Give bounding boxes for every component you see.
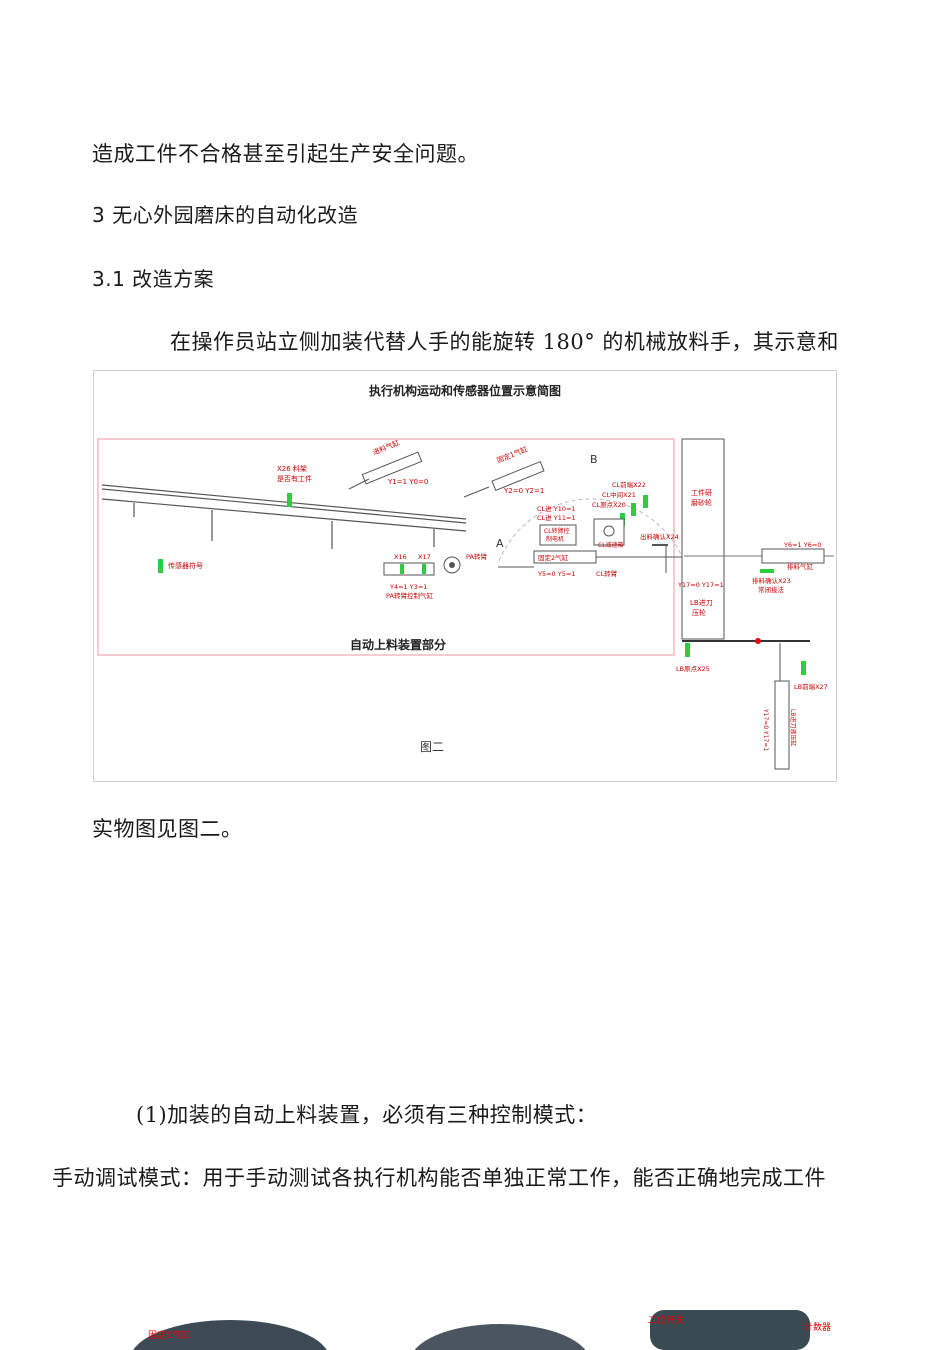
label-y6: Y6=1 Y6=0 bbox=[783, 541, 821, 549]
lb-pivot bbox=[755, 638, 761, 644]
label-pa-qigang: PA转臂控制气缸 bbox=[386, 591, 433, 600]
sensor-cl-zhong bbox=[631, 503, 636, 516]
label-lb-yeya: LB进刀液压缸 bbox=[789, 709, 797, 746]
label-cl-zhuanbi: CL转臂 bbox=[596, 569, 618, 578]
sensor-x27 bbox=[801, 661, 806, 675]
label-pailiao-qr: 排料确认X23 bbox=[752, 576, 791, 585]
label-lb-qian: LB前端X27 bbox=[794, 682, 828, 691]
paragraph-5: 手动调试模式：用于手动测试各执行机构能否单独正常工作，能否正确地完成工件 bbox=[52, 1166, 826, 1190]
sensor-x23 bbox=[760, 569, 774, 573]
sensor-x16 bbox=[400, 564, 404, 574]
figure-caption: 图二 bbox=[420, 740, 444, 754]
feed-cylinder bbox=[348, 451, 423, 490]
pa-cylinder bbox=[383, 562, 435, 576]
fixed-cylinder-1 bbox=[463, 460, 545, 498]
label-y2: Y2=0 Y2=1 bbox=[503, 487, 544, 495]
photo-label-2: 二位开关 bbox=[648, 1314, 684, 1326]
paragraph-3: 实物图见图二。 bbox=[92, 817, 243, 841]
photo-strip: 固定1气缸 二位开关 计数器 bbox=[133, 1310, 831, 1350]
label-y4: Y4=1 Y3=1 bbox=[389, 583, 427, 591]
section-heading-3: 3 无心外园磨床的自动化改造 bbox=[92, 203, 359, 227]
label-lb-jin1: LB进刀 bbox=[690, 599, 713, 607]
label-grinder2: 磨砂轮 bbox=[691, 498, 712, 507]
label-cl-jiansu: CL减速箱 bbox=[598, 541, 624, 549]
label-guding1: 固定1气缸 bbox=[495, 444, 528, 465]
label-x16: X16 bbox=[394, 553, 407, 561]
label-lb-jin2: 压轮 bbox=[692, 608, 706, 617]
label-cl-jin1: CL进 Y10=1 bbox=[537, 505, 576, 513]
lb-hydraulic-cylinder bbox=[774, 680, 790, 770]
label-x26-2: 是否有工件 bbox=[277, 474, 312, 483]
paragraph-4: (1)加装的自动上料装置，必须有三种控制模式： bbox=[136, 1103, 598, 1127]
point-a: A bbox=[496, 537, 504, 550]
figure-diagram: 执行机构运动和传感器位置示意简图 自动上料装置部分 进料气缸 Y1=1 Y0=0… bbox=[93, 370, 837, 782]
label-cl-jin2: CL进 Y11=1 bbox=[537, 514, 576, 522]
discharge-cylinder bbox=[761, 548, 825, 564]
autofeed-frame bbox=[97, 438, 675, 656]
cl-gearbox bbox=[593, 518, 625, 546]
label-lb-yuan: LB原点X25 bbox=[676, 665, 710, 673]
label-pailiao-qg: 排料气缸 bbox=[787, 562, 814, 571]
label-cl-yuan: CL原点X20 bbox=[592, 501, 626, 509]
figure-title: 执行机构运动和传感器位置示意简图 bbox=[369, 383, 561, 398]
label-y5: Y5=0 Y5=1 bbox=[537, 570, 575, 578]
sensor-x17 bbox=[422, 564, 426, 574]
subsection-heading-3-1: 3.1 改造方案 bbox=[92, 267, 215, 291]
label-changbi: 常闭接法 bbox=[758, 585, 785, 594]
label-pa-zhuanbi: PA转臂 bbox=[466, 552, 487, 561]
label-jinliao: 进料气缸 bbox=[371, 438, 400, 457]
label-cl-motor1: CL转臂控 bbox=[544, 527, 570, 535]
cl-motor bbox=[539, 524, 577, 546]
label-x26-1: X26 料架 bbox=[277, 464, 307, 473]
autofeed-label: 自动上料装置部分 bbox=[350, 637, 446, 652]
sensor-cl-qian bbox=[643, 495, 648, 508]
label-guding2: 固定2气缸 bbox=[538, 553, 569, 562]
schematic-svg: 执行机构运动和传感器位置示意简图 自动上料装置部分 进料气缸 Y1=1 Y0=0… bbox=[97, 383, 834, 770]
label-chuliao: 出料确认X24 bbox=[640, 532, 679, 541]
grinder-column bbox=[681, 438, 725, 640]
paragraph-2: 在操作员站立侧加装代替人手的能旋转 180° 的机械放料手，其示意和 bbox=[170, 330, 839, 354]
sensor-legend-mark bbox=[158, 559, 163, 573]
sensor-x26 bbox=[287, 493, 292, 507]
feed-rail bbox=[101, 484, 467, 549]
label-sensor-legend: 传感器符号 bbox=[168, 561, 203, 570]
label-cl-motor2: 制电机 bbox=[546, 535, 564, 543]
label-cl-qian: CL前端X22 bbox=[612, 480, 646, 489]
label-grinder1: 工件研 bbox=[691, 488, 712, 497]
paragraph-1: 造成工件不合格甚至引起生产安全问题。 bbox=[92, 142, 479, 166]
photo-3 bbox=[650, 1310, 810, 1350]
photo-1 bbox=[133, 1320, 327, 1350]
point-b: B bbox=[590, 453, 598, 466]
photo-2 bbox=[414, 1324, 586, 1350]
label-y17: Y17=0 Y17=1 bbox=[677, 581, 724, 589]
label-cl-zhong: CL中间X21 bbox=[602, 490, 636, 499]
label-y1: Y1=1 Y0=0 bbox=[387, 478, 428, 486]
label-x17: X17 bbox=[418, 553, 431, 561]
label-y17v: Y17=0 Y17=1 bbox=[762, 708, 769, 751]
photo-label-1: 固定1气缸 bbox=[148, 1329, 190, 1341]
photo-label-3: 计数器 bbox=[804, 1321, 831, 1333]
sensor-x25 bbox=[685, 643, 690, 657]
cl-gear bbox=[603, 525, 615, 537]
